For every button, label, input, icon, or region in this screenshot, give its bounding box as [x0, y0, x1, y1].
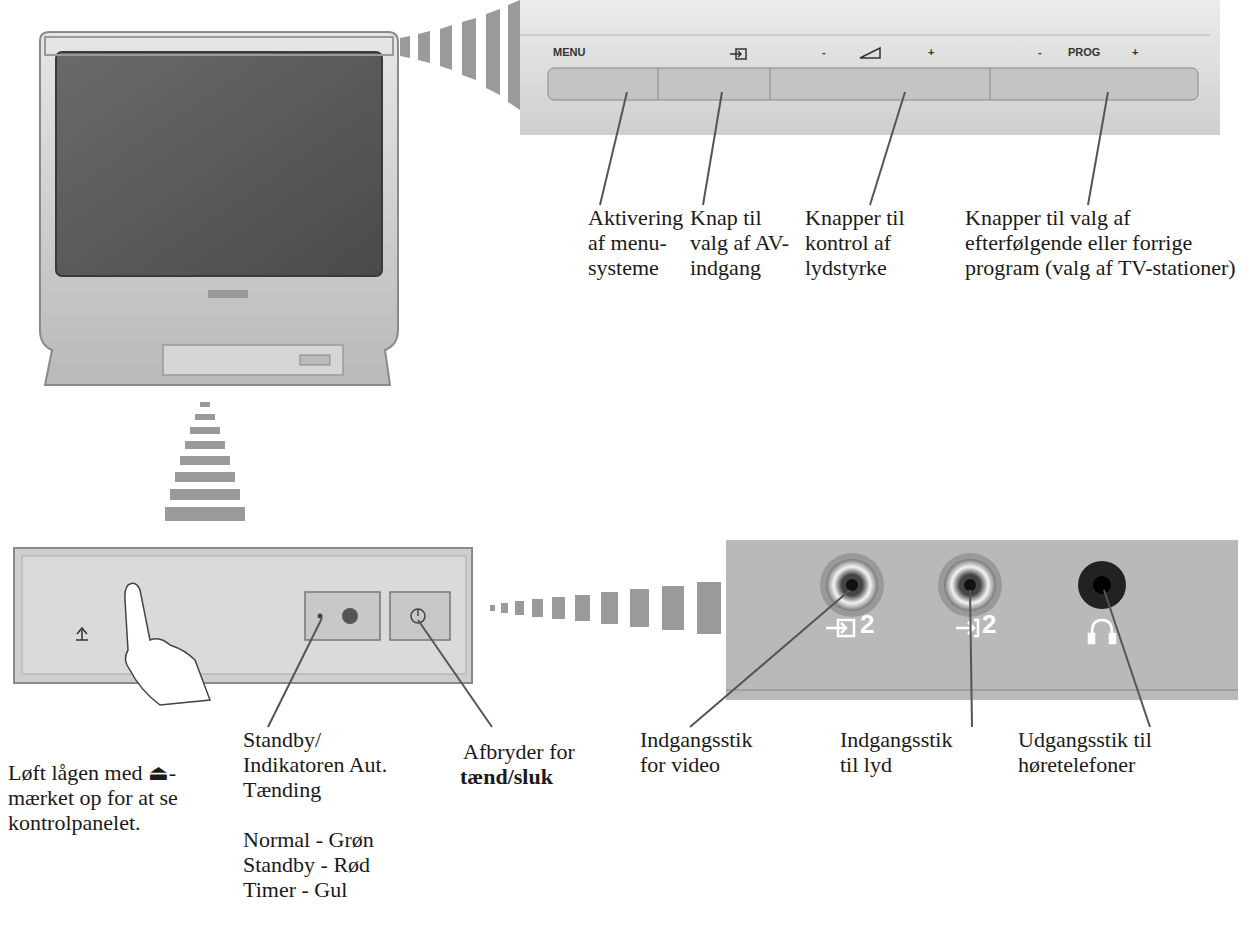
callout-text: Standby/ Indikatoren Aut. Tænding [243, 727, 423, 802]
indicator-state: Standby - Rød [243, 852, 443, 877]
indicator-state: Timer - Gul [243, 877, 443, 902]
tv-set [40, 32, 398, 385]
panel-text: + [928, 46, 940, 59]
panel-text: - [1038, 46, 1050, 59]
callout-text: tænd/sluk [460, 764, 580, 789]
callout-text: Knapper til kontrol af lydstyrke [805, 205, 915, 280]
jack-number: 2 [860, 612, 890, 637]
control-strip [520, 0, 1220, 135]
callout-text: Indgangsstik til lyd [840, 727, 960, 777]
zoom-stripes [165, 402, 245, 521]
zoom-stripes [490, 582, 721, 634]
callout-text: Aktivering af menu-systeme [588, 205, 688, 280]
callout-text: Knapper til valg af efterfølgende eller … [965, 205, 1248, 280]
panel-text: PROG [1068, 46, 1108, 59]
jack-panel [726, 540, 1238, 700]
panel-text: - [822, 46, 834, 59]
callout-text: Udgangsstik til høretelefoner [1018, 727, 1218, 777]
leader-lines [268, 590, 1150, 727]
panel-text: + [1132, 46, 1144, 59]
zoom-stripes [400, 0, 520, 110]
control-door [14, 548, 472, 705]
callout-text: Indgangsstik for video [640, 727, 765, 777]
callout-text: Afbryder for [463, 739, 623, 764]
indicator-state: Normal - Grøn [243, 827, 443, 852]
callout-text: Knap til valg af AV-indgang [690, 205, 790, 280]
leader-lines [600, 92, 1108, 205]
panel-text: MENU [553, 46, 613, 59]
instruction-text: Løft lågen med ⏏-mærket op for at se kon… [8, 760, 188, 835]
jack-number: 2 [982, 612, 1012, 637]
